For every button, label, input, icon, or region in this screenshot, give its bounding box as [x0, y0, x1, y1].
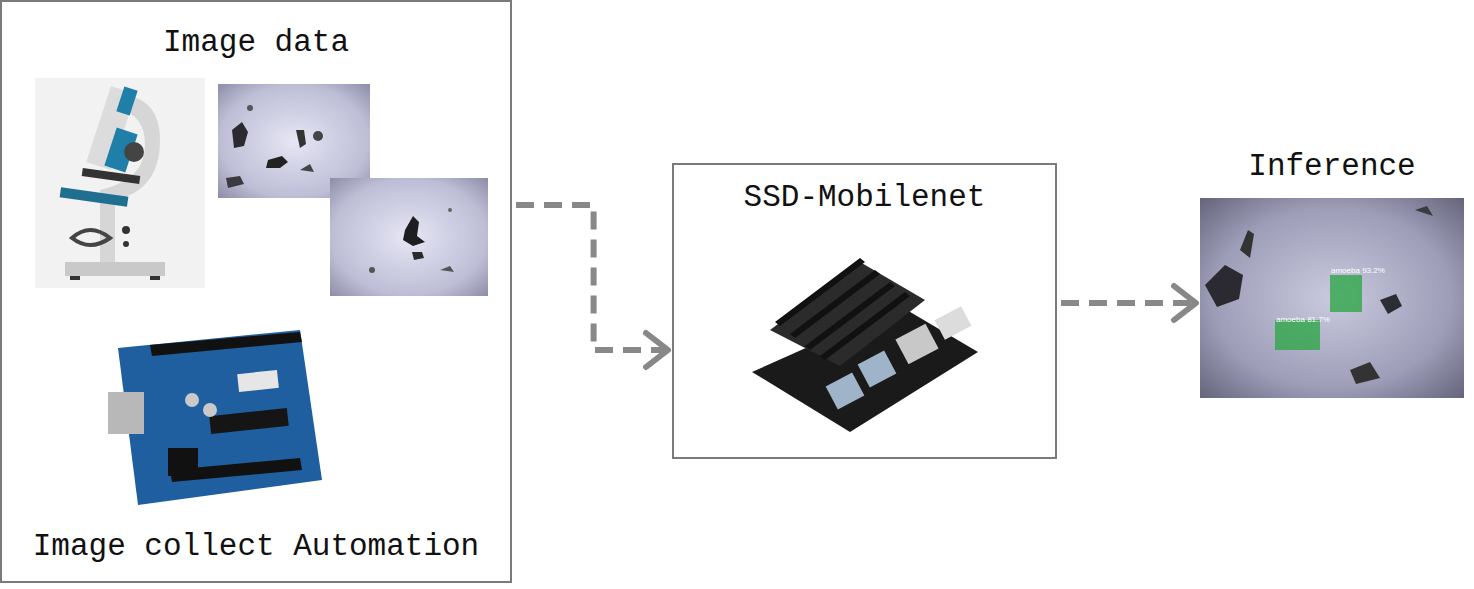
microscope-photo [330, 178, 488, 296]
node-caption: Image collect Automation [33, 528, 479, 565]
dashed-arrow [1061, 286, 1196, 320]
input-panel: Image dataImage collect Automation [0, 0, 512, 583]
node-title: Image data [163, 24, 349, 61]
inference-photo [1200, 198, 1464, 398]
microscope-icon [35, 78, 205, 288]
node-title: Inference [1248, 148, 1415, 185]
model-box: SSD-Mobilenet [672, 163, 1057, 459]
arduino-board [108, 330, 322, 505]
node-title: SSD-Mobilenet [744, 179, 986, 216]
detection-label: amoeba 81.7% [1276, 316, 1330, 324]
dashed-arrow [516, 205, 668, 367]
detection-label: amoeba 93.2% [1331, 267, 1385, 275]
jetson-board [752, 258, 978, 432]
